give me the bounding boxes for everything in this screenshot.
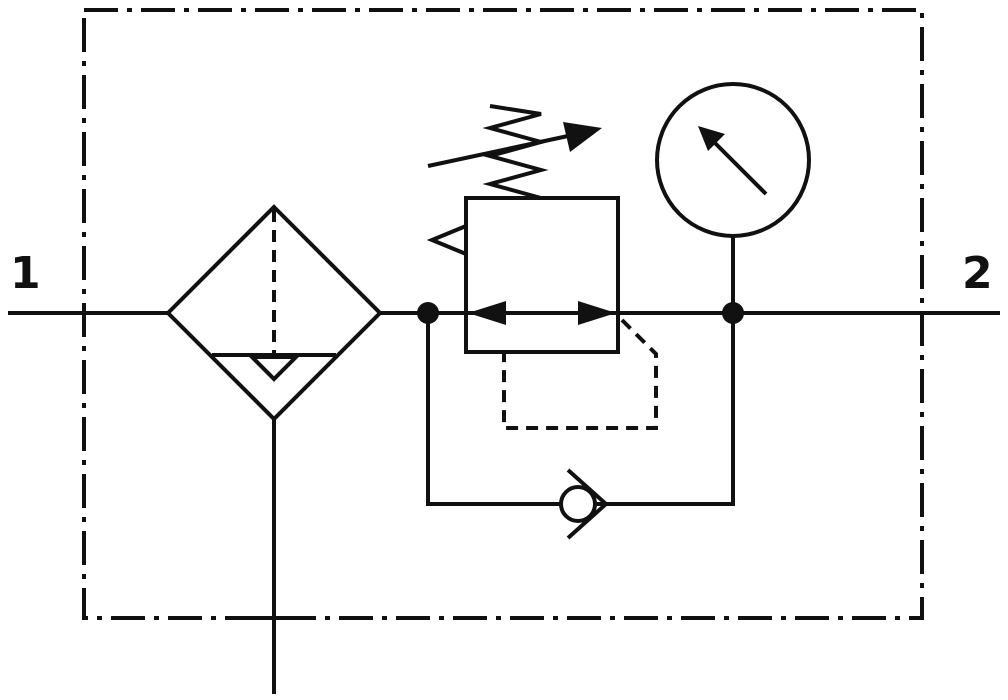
gauge-needle-shaft [715, 143, 766, 194]
gauge-needle-head [698, 126, 725, 151]
regulator-pilot-notch [432, 226, 466, 254]
adjustment-arrow-head [563, 122, 602, 152]
pilot-feedback-line [504, 320, 656, 428]
regulator-body [466, 198, 618, 352]
flow-arrow-left [468, 301, 506, 325]
check-valve-ball [561, 487, 595, 521]
water-separator-triangle [252, 357, 296, 379]
check-valve-bypass [428, 313, 733, 538]
port-label-2: 2 [962, 248, 993, 299]
adjustment-arrow-shaft [428, 136, 568, 166]
pressure-regulator [428, 106, 656, 428]
port-label-1: 1 [10, 248, 41, 299]
pressure-gauge [657, 84, 809, 313]
filter-separator [168, 207, 380, 694]
check-valve-seat [568, 470, 606, 538]
flow-arrow-right [578, 301, 616, 325]
